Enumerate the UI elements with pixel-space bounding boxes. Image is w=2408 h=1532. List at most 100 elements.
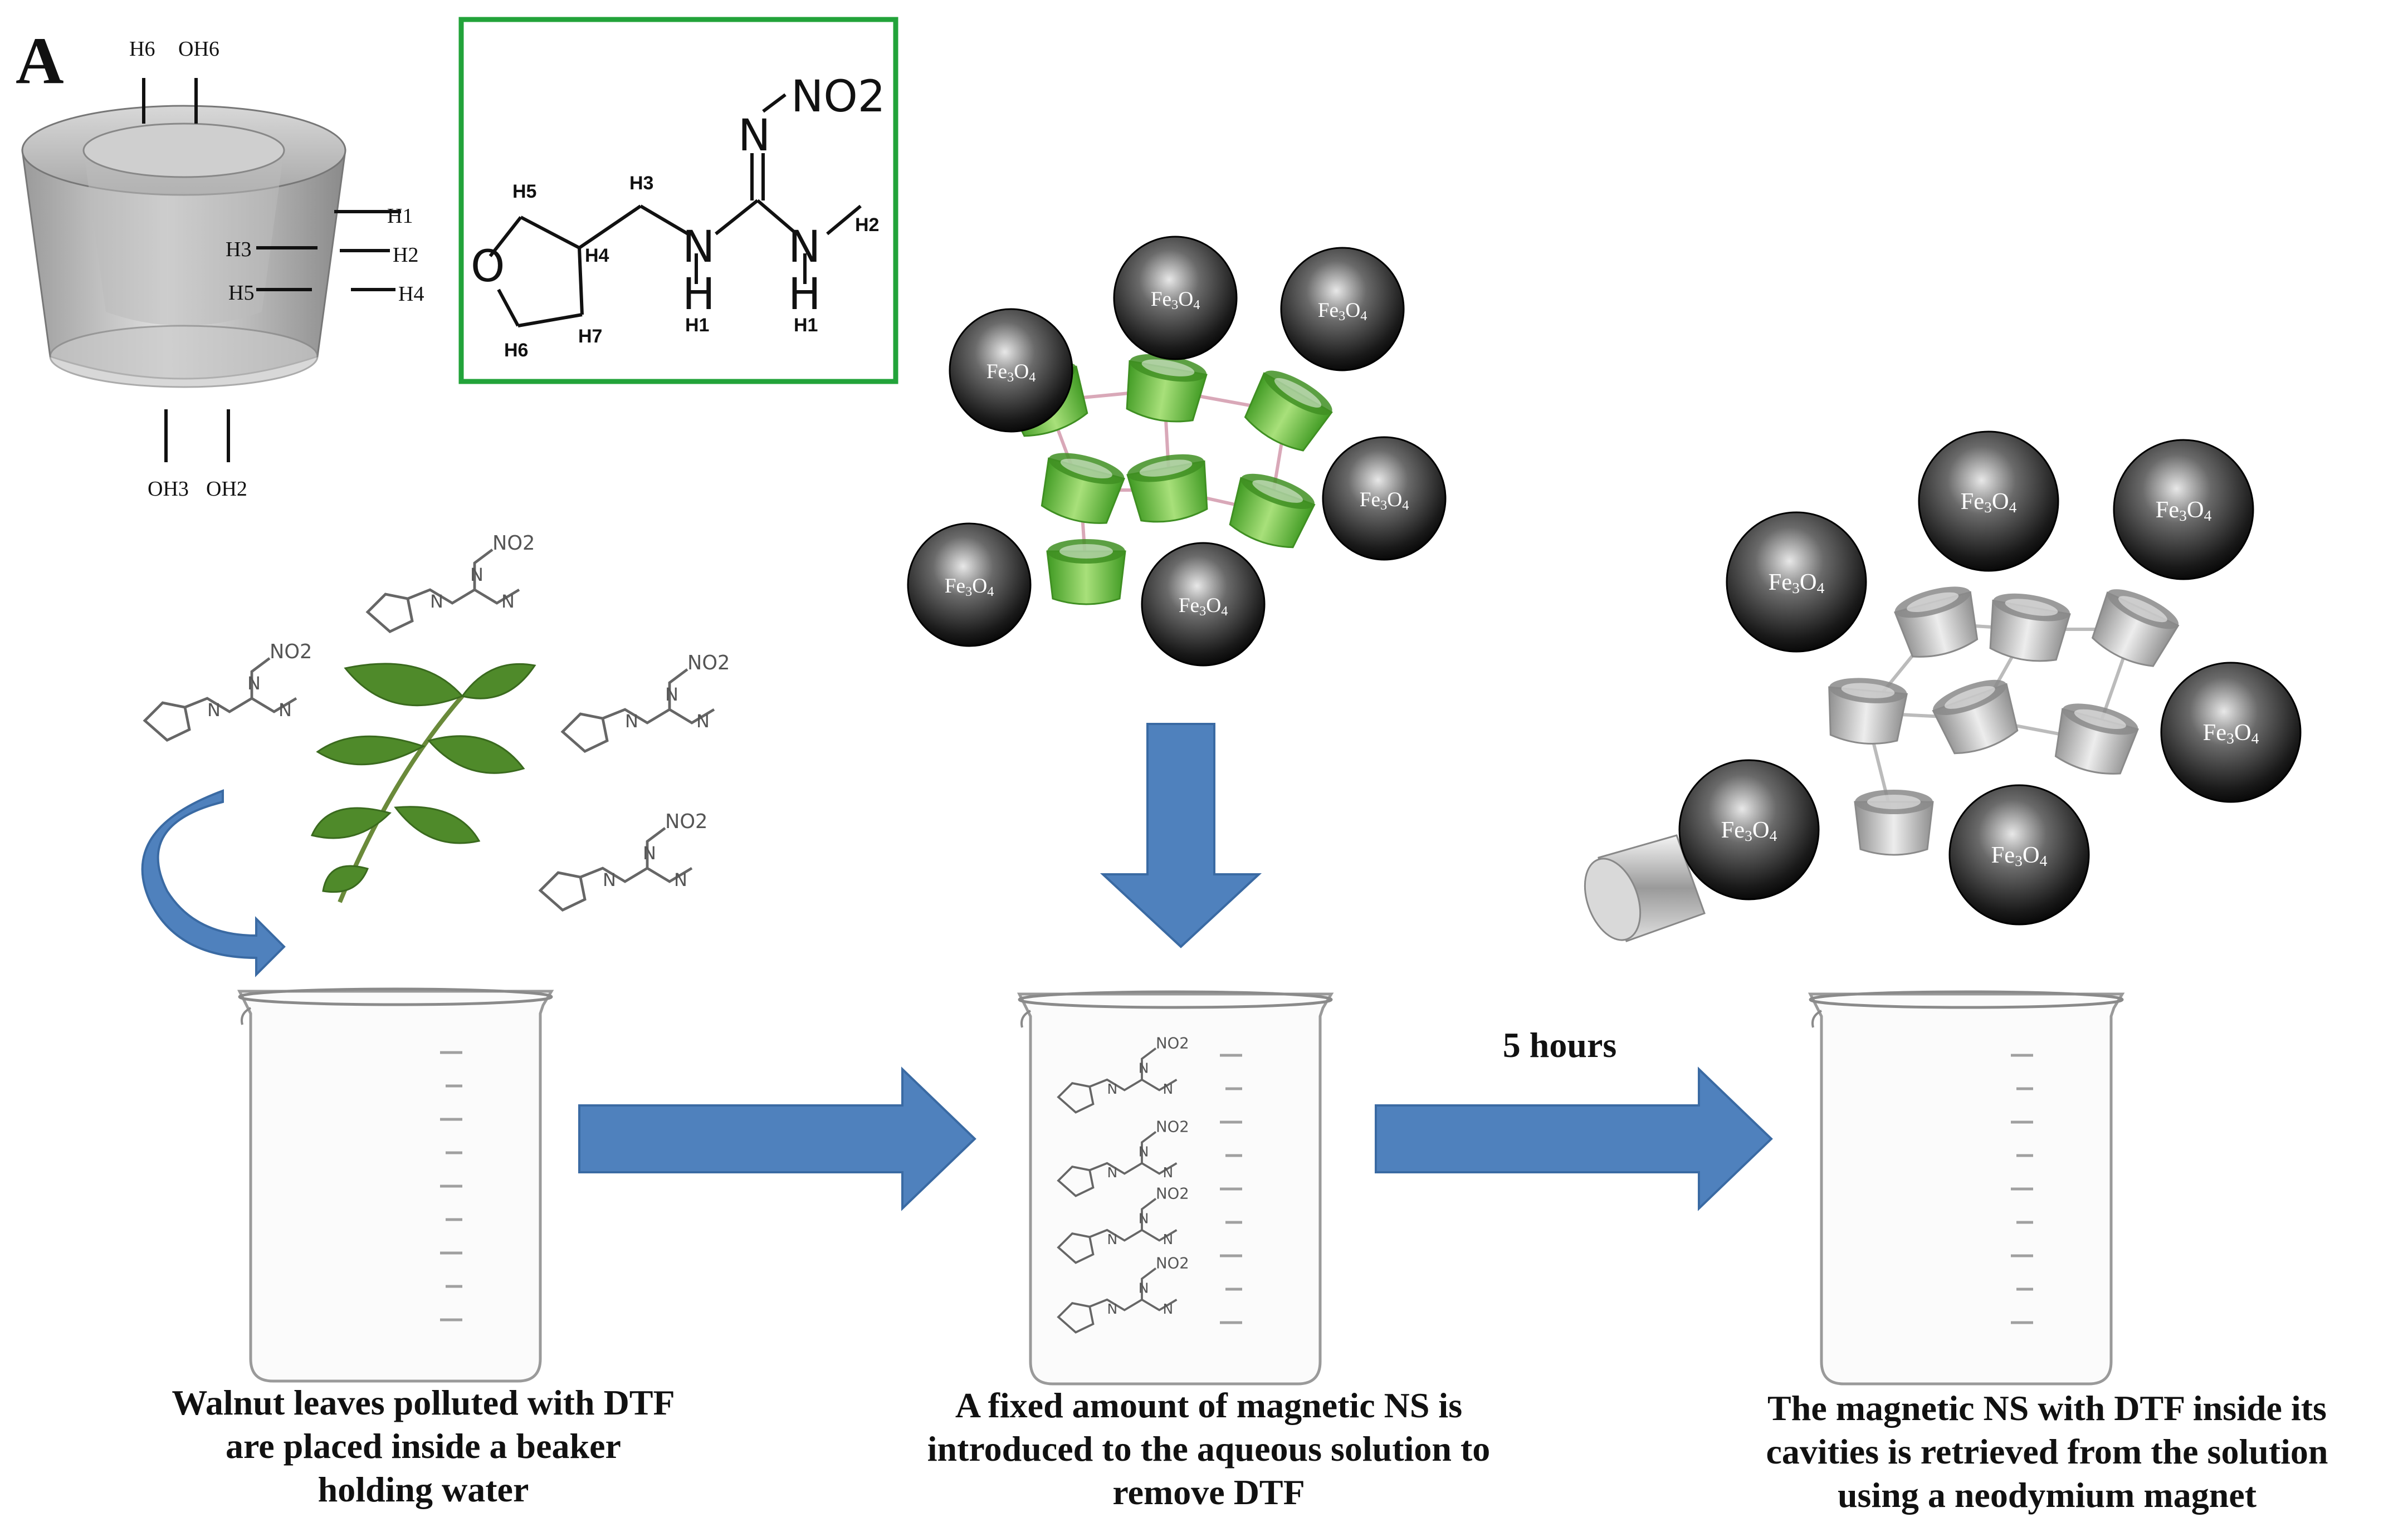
n-label: N <box>247 673 261 694</box>
atom-no2: NO2 <box>791 72 885 122</box>
fe3o4-label: Fe3O4 <box>1318 299 1367 324</box>
no2-label: NO2 <box>687 652 730 674</box>
caption-step-3-line-2: cavities is retrieved from the solution <box>1766 1432 2328 1471</box>
h-label-h3: H3 <box>629 173 653 194</box>
h-label-h1a: H1 <box>685 315 709 336</box>
cd-label-bottom-1: OH3 <box>148 477 189 501</box>
fe3o4-particle: Fe3O4 <box>1918 430 2059 572</box>
caption-step-2-line-3: remove DTF <box>1112 1472 1305 1512</box>
no2-label: NO2 <box>270 640 312 663</box>
fe3o4-label: Fe3O4 <box>986 360 1036 385</box>
caption-step-2-line-2: introduced to the aqueous solution to <box>927 1429 1491 1469</box>
caption-step-3-line-3: using a neodymium magnet <box>1837 1475 2257 1515</box>
n-label: N <box>470 564 483 585</box>
fe3o4-label: Fe3O4 <box>2203 719 2259 747</box>
atom-o: O <box>471 242 505 292</box>
n-label: N <box>696 711 710 732</box>
fe3o4-label: Fe3O4 <box>1179 594 1228 619</box>
cyclodextrin-unit <box>1229 473 1316 549</box>
n-label: N <box>1139 1143 1149 1159</box>
cyclodextrin-unit <box>1989 593 2071 662</box>
n-label: N <box>1139 1060 1149 1076</box>
cyclodextrin-unit <box>2091 589 2180 667</box>
atom-h-2: H <box>788 270 821 320</box>
fe3o4-label: Fe3O4 <box>1360 488 1409 513</box>
beaker-3 <box>1810 992 2122 1384</box>
h-label-h5: H5 <box>512 181 536 202</box>
cyclodextrin-unit <box>1046 539 1126 605</box>
caption-step-3: The magnetic NS with DTF inside its cavi… <box>1699 1387 2395 1517</box>
fe3o4-label: Fe3O4 <box>1721 817 1777 844</box>
caption-step-1-line-3: holding water <box>318 1470 529 1509</box>
cyclodextrin-unit <box>2054 703 2139 775</box>
fe3o4-label: Fe3O4 <box>1151 288 1200 312</box>
caption-step-3-line-1: The magnetic NS with DTF inside its <box>1767 1388 2327 1428</box>
fe3o4-particle: Fe3O4 <box>1141 542 1266 667</box>
n-label: N <box>1139 1280 1149 1296</box>
fe3o4-particle: Fe3O4 <box>907 522 1032 647</box>
fe3o4-particle: Fe3O4 <box>2160 662 2302 803</box>
panel-label: A <box>16 23 64 97</box>
n-label: N <box>1107 1231 1118 1247</box>
cyclodextrin-unit <box>1126 354 1208 423</box>
h-label-h6: H6 <box>504 340 528 361</box>
n-label: N <box>1163 1164 1174 1181</box>
cyclodextrin-cone <box>21 78 401 462</box>
time-label: 5 hours <box>1502 1025 1617 1065</box>
n-label: N <box>603 869 616 890</box>
cd-label-right-3: H2 <box>393 243 418 267</box>
cyclodextrin-unit <box>1894 586 1979 658</box>
n-label: N <box>1139 1210 1149 1226</box>
curved-arrow <box>141 789 286 977</box>
cyclodextrin-unit <box>1041 453 1125 524</box>
walnut-leaf <box>310 663 536 903</box>
fe3o4-label: Fe3O4 <box>1769 569 1825 596</box>
fe3o4-label: Fe3O4 <box>1961 488 2017 516</box>
no2-label: NO2 <box>1156 1255 1189 1272</box>
cd-label-right-5: H4 <box>398 282 424 306</box>
cd-label-top-2: OH6 <box>178 37 219 61</box>
n-label: N <box>430 591 443 612</box>
cyclodextrin-unit <box>1932 679 2019 755</box>
down-arrow <box>1100 723 1262 948</box>
caption-step-1: Walnut leaves polluted with DTF are plac… <box>100 1381 746 1511</box>
atom-n-2: N <box>738 111 770 161</box>
n-label: N <box>1107 1164 1118 1181</box>
right-arrow-1 <box>578 1066 976 1211</box>
h-label-h7: H7 <box>578 326 602 347</box>
n-label: N <box>501 591 515 612</box>
fe3o4-particle: Fe3O4 <box>1113 236 1238 360</box>
neodymium-magnet <box>1584 834 1706 942</box>
h-label-h2: H2 <box>855 214 879 236</box>
atom-n-1: N <box>682 222 715 272</box>
fe3o4-label: Fe3O4 <box>2156 497 2212 524</box>
magnetic-ns-cluster-gray <box>1828 586 2180 856</box>
n-label: N <box>1107 1081 1118 1097</box>
no2-label: NO2 <box>665 810 707 833</box>
n-label: N <box>279 699 292 721</box>
n-label: N <box>665 684 678 705</box>
cd-label-right-1: H1 <box>387 204 413 228</box>
beaker-1 <box>240 989 551 1381</box>
atom-n-3: N <box>788 222 820 272</box>
fe3o4-particle: Fe3O4 <box>1280 247 1405 371</box>
n-label: N <box>1163 1301 1174 1317</box>
n-label: N <box>674 869 687 890</box>
fe3o4-particle: Fe3O4 <box>1678 759 1820 900</box>
h-label-h1b: H1 <box>794 315 818 336</box>
molecule-box <box>458 17 898 384</box>
caption-step-1-line-2: are placed inside a beaker <box>226 1426 621 1466</box>
n-label: N <box>1107 1301 1118 1317</box>
n-label: N <box>1163 1231 1174 1247</box>
cd-label-top-1: H6 <box>129 37 155 61</box>
fe3o4-particle: Fe3O4 <box>1948 784 2090 926</box>
no2-label: NO2 <box>492 532 535 555</box>
fe3o4-label: Fe3O4 <box>945 575 994 599</box>
fe3o4-particle: Fe3O4 <box>2113 439 2254 580</box>
